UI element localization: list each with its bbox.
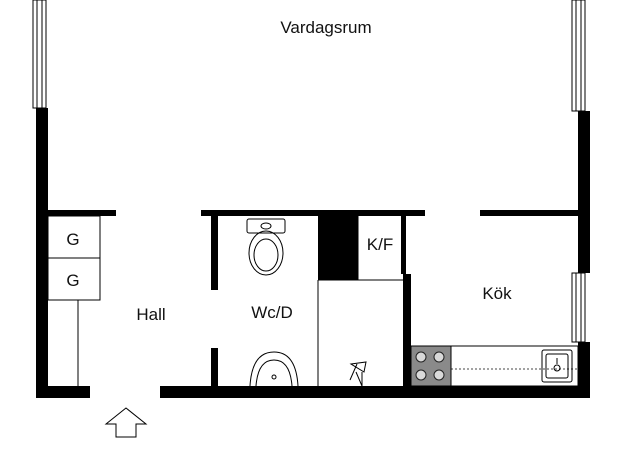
window-right-top bbox=[571, 0, 586, 112]
room-label-wc: Wc/D bbox=[251, 303, 293, 322]
wall-core-top bbox=[201, 210, 425, 216]
room-label-hall: Hall bbox=[136, 305, 165, 324]
closet-label-bottom: G bbox=[66, 271, 79, 290]
wall-wc-left-upper bbox=[211, 216, 218, 290]
shaft bbox=[318, 216, 358, 280]
window-left-top bbox=[32, 0, 47, 109]
wall-hall-closet-top bbox=[48, 210, 116, 216]
room-label-vardagsrum: Vardagsrum bbox=[280, 18, 371, 37]
room-label-kok: Kök bbox=[482, 284, 512, 303]
toilet-icon bbox=[246, 218, 286, 276]
room-label-kf: K/F bbox=[367, 235, 393, 254]
closet-label-top: G bbox=[66, 230, 79, 249]
wall-kf-right bbox=[401, 216, 406, 274]
wall-right-outer-upper bbox=[578, 111, 590, 273]
wall-left-outer bbox=[36, 108, 48, 398]
kitchen-sink-icon bbox=[541, 349, 573, 383]
closet-unit bbox=[47, 215, 101, 386]
wall-wc-left-lower bbox=[211, 348, 218, 386]
wall-bottom-left bbox=[36, 386, 90, 398]
shower-icon bbox=[349, 361, 367, 387]
washbasin-icon bbox=[249, 351, 299, 387]
wall-bottom-right bbox=[160, 386, 590, 398]
entrance-arrow-icon bbox=[104, 407, 148, 438]
wall-right-outer-lower bbox=[578, 342, 590, 398]
wall-kitchen-left bbox=[403, 274, 411, 386]
stove-icon bbox=[410, 345, 452, 387]
window-kitchen bbox=[571, 272, 586, 343]
wall-kitchen-top bbox=[480, 210, 580, 216]
